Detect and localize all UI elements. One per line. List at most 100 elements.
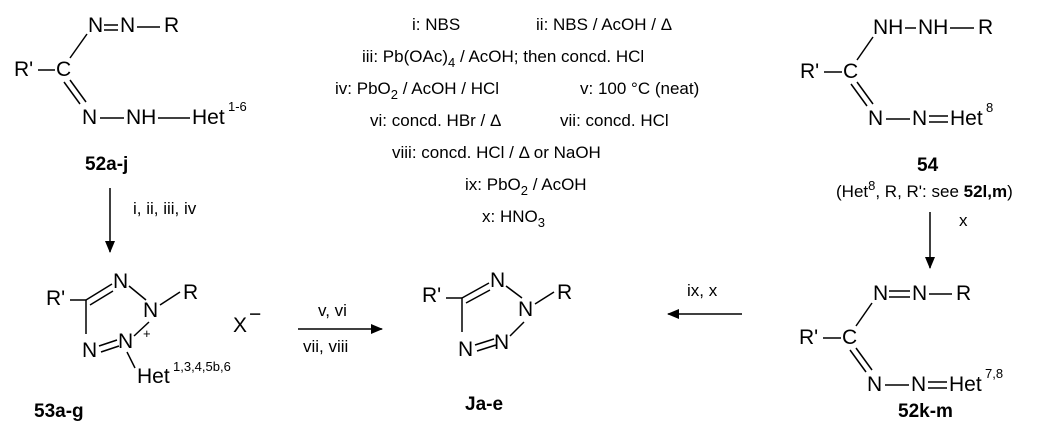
- condition-text: NBS: [425, 15, 460, 34]
- compound-label: 53a-g: [34, 401, 84, 421]
- compound-ja-e: R' N N R N N Ja-e: [422, 269, 572, 415]
- atom-nh: NH: [126, 106, 156, 129]
- condition-text: PbO: [357, 79, 391, 98]
- atom-het: Het: [950, 107, 983, 130]
- atom-n: N: [867, 373, 882, 396]
- bond-double-a: [85, 283, 113, 301]
- condition-key: ix: [465, 175, 478, 194]
- bond: [505, 285, 523, 299]
- atom-r: R: [956, 282, 971, 305]
- bond-double-a: [849, 349, 867, 373]
- atom-het: Het: [137, 365, 170, 388]
- het-superscript: 8: [986, 100, 993, 115]
- atom-r: R: [164, 14, 179, 37]
- condition-key: vii: [560, 111, 576, 130]
- arrow-down-left: i, ii, iii, iv: [105, 188, 197, 253]
- condition-key: iii: [362, 47, 373, 66]
- arrow-from-right: ix, x: [667, 281, 742, 319]
- condition-i: i: NBS: [412, 15, 460, 34]
- bond-double-a: [850, 83, 868, 107]
- note-mid: , R, R': see: [875, 182, 963, 201]
- compound-52a-j: N N R R' C N NH Het 1-6 52a-j: [14, 14, 247, 175]
- condition-text: HNO: [500, 207, 538, 226]
- charge-plus: +: [143, 326, 151, 341]
- bond: [509, 321, 525, 337]
- het-superscript: 1-6: [228, 99, 247, 114]
- bond-double-b: [89, 290, 114, 306]
- condition-text: concd. HCl: [586, 111, 669, 130]
- atom-n: N: [912, 107, 927, 130]
- condition-text-rest: / AcOH: [528, 175, 587, 194]
- compound-note: (Het8, R, R': see 52l,m): [836, 178, 1013, 201]
- condition-viii: viii: concd. HCl / Δ or NaOH: [392, 143, 601, 162]
- compound-54: NH NH R R' C N N Het 8 54 (Het8, R, R': …: [800, 16, 1013, 201]
- condition-text-rest: / AcOH / HCl: [398, 79, 499, 98]
- arrow-label: ix, x: [687, 281, 718, 300]
- condition-vi: vi: concd. HBr / Δ: [370, 111, 501, 130]
- note-superscript: 8: [868, 178, 875, 193]
- bond: [855, 302, 873, 327]
- condition-x: x: HNO3: [482, 207, 545, 230]
- condition-key: x: [482, 207, 491, 226]
- condition-text: 100 °C (neat): [598, 79, 699, 98]
- condition-subscript: 3: [538, 215, 545, 230]
- compound-53a-g: R' N N R + N N Het 1,3,4,5b,6 X − 53a-g: [34, 270, 261, 421]
- condition-v: v: 100 °C (neat): [580, 79, 699, 98]
- bond-double-b: [855, 347, 873, 371]
- atom-het: Het: [192, 106, 225, 129]
- atom-n: N: [120, 14, 135, 37]
- atom-r-prime: R': [46, 287, 65, 310]
- atom-n: N: [82, 339, 97, 362]
- bond: [534, 291, 555, 305]
- compound-label: Ja-e: [465, 394, 503, 415]
- atom-r: R: [557, 281, 572, 304]
- bond: [133, 321, 150, 337]
- condition-key: i: [412, 15, 416, 34]
- bond: [126, 351, 136, 369]
- bond: [128, 285, 147, 301]
- atom-c: C: [842, 326, 857, 349]
- condition-text: concd. HCl / Δ or NaOH: [421, 143, 601, 162]
- arrow-label-top: v, vi: [318, 301, 347, 320]
- atom-n: N: [912, 282, 927, 305]
- atom-het: Het: [949, 373, 982, 396]
- bond: [69, 33, 88, 59]
- bond: [159, 291, 181, 306]
- atom-r-prime: R': [799, 326, 818, 349]
- compound-52k-m: N N R R' C N N Het 7,8 52k-m: [799, 282, 1003, 421]
- het-superscript: 7,8: [985, 366, 1003, 381]
- atom-n: N: [118, 330, 133, 353]
- counterion-x: X: [233, 314, 247, 337]
- condition-key: vi: [370, 111, 382, 130]
- condition-ii: ii: NBS / AcOH / Δ: [536, 15, 672, 34]
- atom-c: C: [56, 58, 71, 81]
- condition-key: ii: [536, 15, 544, 34]
- atom-n: N: [518, 298, 533, 321]
- atom-nh: NH: [918, 16, 948, 39]
- bond-double-a: [98, 339, 118, 347]
- arrow-label-bottom: vii, viii: [303, 337, 348, 356]
- het-superscript: 1,3,4,5b,6: [173, 359, 231, 374]
- condition-text: Pb(OAc): [383, 47, 448, 66]
- note-post: ): [1007, 182, 1013, 201]
- atom-nh: NH: [873, 16, 903, 39]
- condition-key: viii: [392, 143, 412, 162]
- conditions-list: i: NBS ii: NBS / AcOH / Δ iii: Pb(OAc)4 …: [335, 15, 699, 230]
- bond-double-b: [465, 289, 491, 304]
- atom-r-prime: R': [800, 60, 819, 83]
- condition-subscript: 2: [521, 183, 528, 198]
- condition-text: concd. HBr / Δ: [392, 111, 502, 130]
- atom-n: N: [143, 299, 158, 322]
- condition-subscript: 4: [448, 55, 455, 70]
- atom-n: N: [494, 331, 509, 354]
- atom-n: N: [873, 282, 888, 305]
- bond-double-a: [461, 282, 490, 299]
- condition-key: v: [580, 79, 589, 98]
- compound-label: 52a-j: [85, 154, 128, 175]
- atom-r: R: [183, 281, 198, 304]
- atom-r-prime: R': [422, 284, 441, 307]
- arrow-center-right: v, vi vii, viii: [298, 301, 383, 356]
- condition-ix: ix: PbO2 / AcOH: [465, 175, 587, 198]
- condition-iv: iv: PbO2 / AcOH / HCl: [335, 79, 499, 102]
